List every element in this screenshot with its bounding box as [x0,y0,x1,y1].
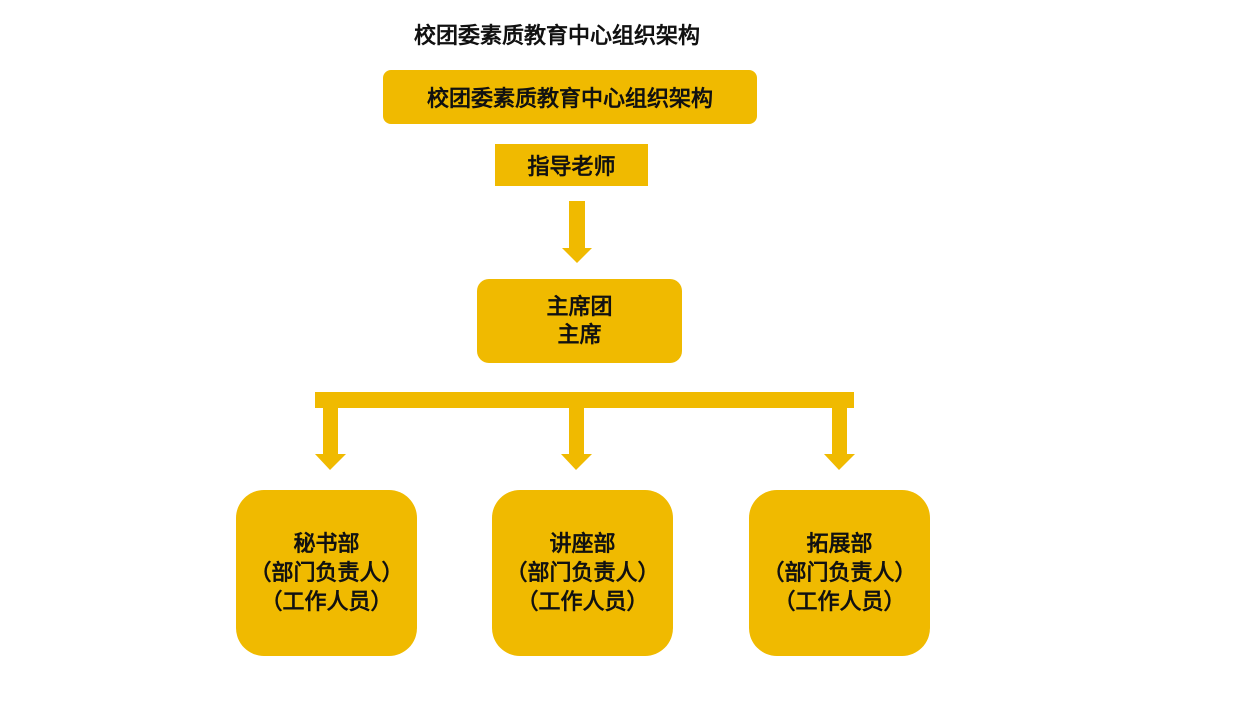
branch-arrow-lecture [561,407,592,470]
department-name: 讲座部 [549,530,616,557]
department-node-lecture: 讲座部 （部门负责人） （工作人员） [492,490,673,656]
presidium-chair: 主席 [557,322,602,348]
department-staff: （工作人员） [260,588,393,615]
advisor-to-presidium-arrow [562,201,592,263]
advisor-node: 指导老师 [495,144,648,186]
branch-arrow-outreach [824,407,855,470]
department-node-secretariat: 秘书部 （部门负责人） （工作人员） [236,490,417,656]
department-name: 秘书部 [293,530,360,557]
department-head: （部门负责人） [505,559,660,586]
department-node-outreach: 拓展部 （部门负责人） （工作人员） [749,490,930,656]
branch-arrow-secretariat [315,407,346,470]
department-staff: （工作人员） [516,588,649,615]
branch-horizontal-bar [315,392,854,408]
page-title: 校团委素质教育中心组织架构 [414,23,701,49]
presidium-node: 主席团 主席 [477,279,682,363]
department-head: （部门负责人） [249,559,404,586]
advisor-label: 指导老师 [527,154,616,180]
presidium-title: 主席团 [546,294,613,320]
department-staff: （工作人员） [773,588,906,615]
org-root-node: 校团委素质教育中心组织架构 [383,70,757,124]
department-name: 拓展部 [806,530,873,557]
org-root-label: 校团委素质教育中心组织架构 [426,86,713,112]
department-head: （部门负责人） [762,559,917,586]
